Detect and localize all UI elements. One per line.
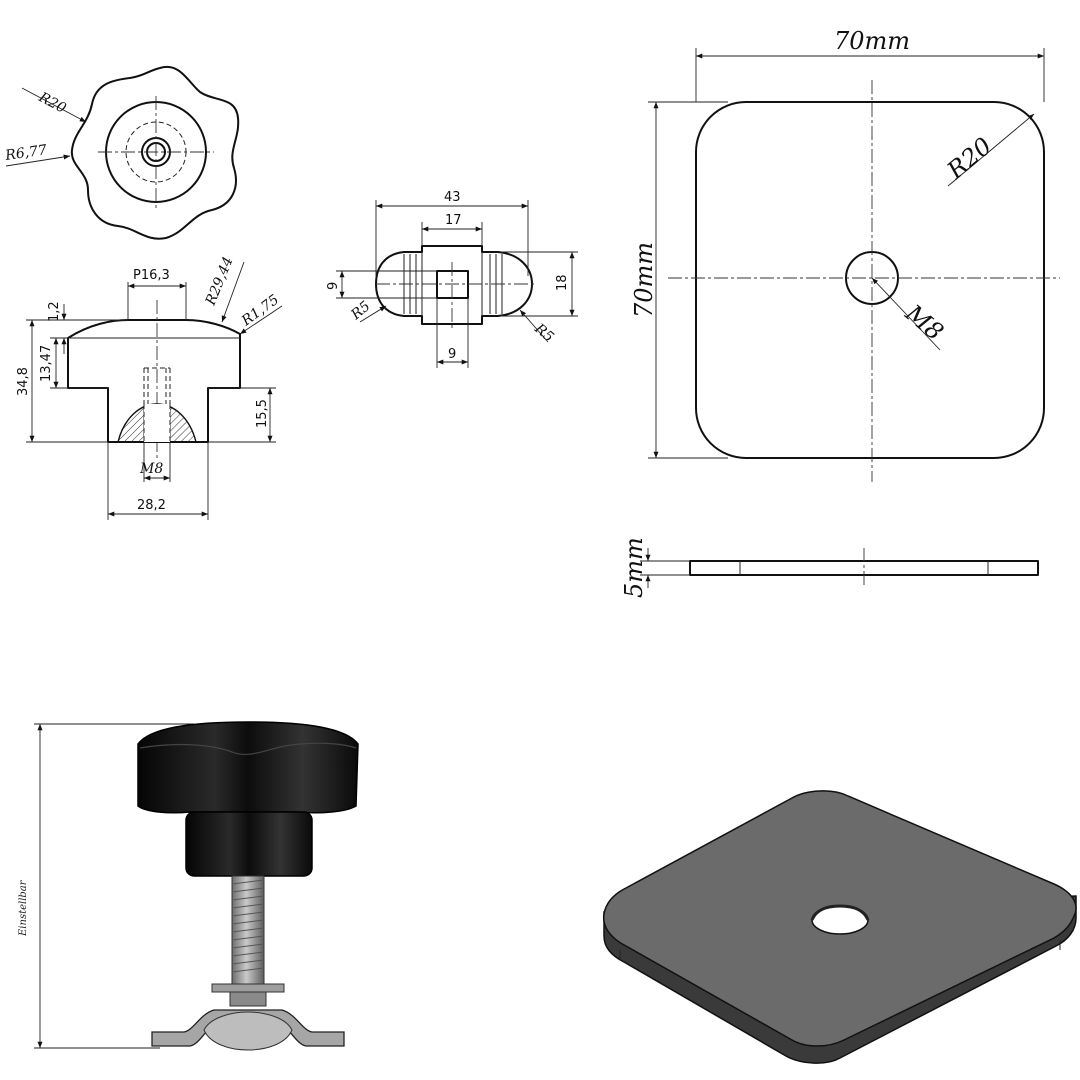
knob-head-render <box>137 721 359 814</box>
label-bar-length: 43 <box>444 190 461 205</box>
label-r-outer: R20 <box>35 89 69 117</box>
label-adjustable: Einstellbar <box>18 879 29 937</box>
label-plate-width: 70mm <box>834 27 910 55</box>
label-bar-height: 18 <box>555 274 570 291</box>
label-thread: M8 <box>139 461 163 477</box>
label-total-height: 34,8 <box>16 367 31 396</box>
washer-render <box>211 983 285 993</box>
label-plate-hole: M8 <box>899 299 948 347</box>
plate-side-view: 5mm <box>620 537 1039 598</box>
knob-top-view: R20 R6,77 <box>3 65 240 240</box>
label-r-lobe: R6,77 <box>3 142 48 164</box>
label-top-radius: R29,44 <box>202 255 236 309</box>
label-radius-right: R5 <box>531 320 557 345</box>
label-plate-thickness: 5mm <box>620 537 648 598</box>
knob-shank-render <box>185 811 313 877</box>
label-height-small: 9 <box>326 282 341 290</box>
knob-star-outline <box>70 65 240 240</box>
square-hole <box>436 270 469 299</box>
plate-outline <box>695 101 1045 459</box>
knob-assembly-render: Einstellbar <box>18 721 359 1051</box>
slide-nut-view: 43 17 9 18 9 R5 R5 <box>326 190 578 368</box>
label-radius-left: R5 <box>348 298 374 323</box>
label-shank-height: 15,5 <box>255 399 270 428</box>
label-head-height: 13,47 <box>39 345 54 382</box>
label-plate-height: 70mm <box>630 242 658 318</box>
slide-nut-outline <box>375 245 533 325</box>
label-cap-step: 1,2 <box>47 301 62 322</box>
label-top-diameter: P16,3 <box>133 268 170 283</box>
label-center-width: 17 <box>445 213 462 228</box>
plate-front-view: 70mm 70mm R20 M8 <box>630 27 1060 482</box>
label-shank-width: 28,2 <box>137 498 166 513</box>
plate-iso-render <box>602 790 1077 1064</box>
knob-side-view: P16,3 R29,44 R1,75 1,2 13,47 34,8 15,5 M… <box>16 255 283 520</box>
label-corner-radius: R20 <box>941 132 997 185</box>
label-bottom-width: 9 <box>448 347 456 362</box>
